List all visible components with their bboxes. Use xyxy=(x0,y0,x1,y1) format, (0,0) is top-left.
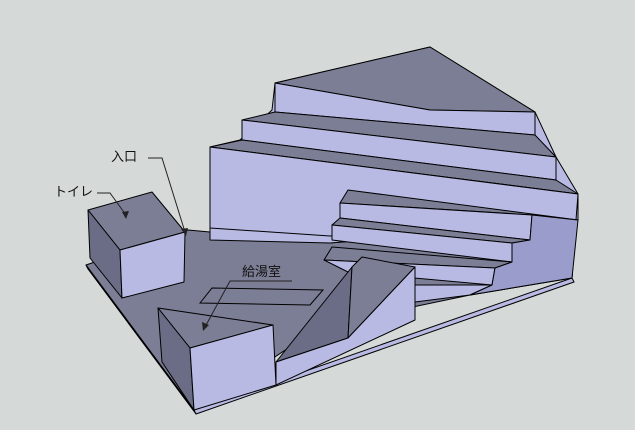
kitchenette-wall-front xyxy=(275,266,416,386)
kitchenette-label: 給湯室 xyxy=(242,265,282,280)
kitchenette-floor-outline xyxy=(198,287,325,306)
floor-front-face xyxy=(193,277,575,415)
toilet-leader-arrow xyxy=(122,211,129,219)
kitchenette-leader-arrow xyxy=(202,322,209,331)
toilet-leader-line xyxy=(97,192,127,216)
stair-right-face xyxy=(469,214,579,296)
toilet-label: トイレ xyxy=(54,185,94,200)
entrance-label: 入口 xyxy=(111,150,138,165)
wedge-block-front xyxy=(189,324,277,411)
toilet-cube-front xyxy=(119,231,186,299)
kitchenette-leader-line xyxy=(204,280,292,328)
entrance-leader-arrow xyxy=(181,228,188,236)
entrance-leader-line xyxy=(148,157,186,233)
roof-front-face xyxy=(274,82,536,136)
